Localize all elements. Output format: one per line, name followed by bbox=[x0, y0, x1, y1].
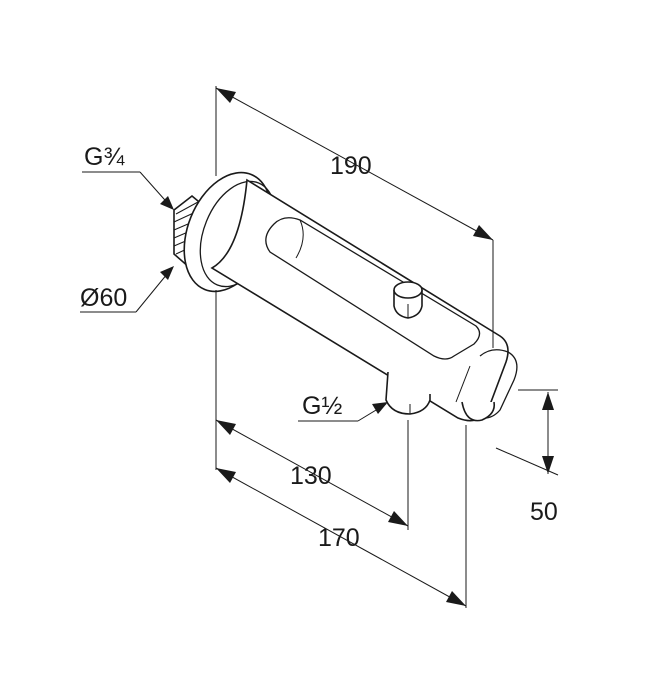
label-50: 50 bbox=[530, 498, 558, 526]
dimension-50 bbox=[542, 392, 554, 474]
spout-product bbox=[173, 171, 518, 422]
label-130: 130 bbox=[290, 462, 332, 490]
dimension-170 bbox=[215, 467, 467, 607]
label-g12: G½ bbox=[302, 392, 342, 420]
spout-body bbox=[210, 178, 518, 422]
leader-g34 bbox=[82, 171, 174, 210]
leader-g12 bbox=[298, 402, 388, 422]
diverter-knob bbox=[393, 281, 423, 319]
label-170: 170 bbox=[318, 524, 360, 552]
leader-d60 bbox=[80, 266, 174, 313]
label-g34: G¾ bbox=[84, 143, 125, 171]
dimension-130 bbox=[215, 419, 409, 527]
label-190: 190 bbox=[330, 152, 372, 180]
label-diameter-60: Ø60 bbox=[80, 284, 127, 312]
dimension-190 bbox=[215, 87, 494, 241]
